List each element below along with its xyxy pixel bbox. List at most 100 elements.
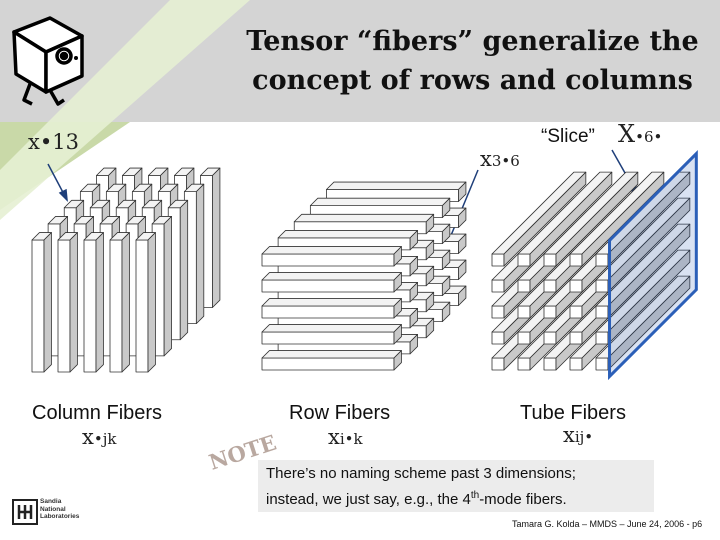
label-tube-fibers: Tube Fibers — [520, 402, 626, 424]
tube-fiber — [555, 171, 639, 267]
tube-fiber — [569, 331, 583, 345]
column-fiber — [147, 232, 156, 373]
tube-fiber — [569, 279, 583, 293]
row-fiber — [393, 272, 402, 293]
sandia-logo-icon — [12, 499, 38, 525]
tube-fiber — [503, 171, 587, 267]
tube-fiber — [595, 331, 609, 345]
tube-fiber — [595, 357, 609, 371]
tube-fiber — [595, 305, 609, 319]
note-text: There’s no naming scheme past 3 dimensio… — [266, 463, 656, 511]
footer-citation: Tamara G. Kolda – MMDS – June 24, 2006 -… — [512, 519, 703, 529]
title-line-1: Tensor “fibers” generalize the — [246, 26, 699, 57]
column-fiber — [31, 239, 45, 373]
math-tube-fiber: xij• — [563, 423, 594, 447]
row-fiber — [393, 246, 402, 267]
row-fiber — [441, 223, 451, 245]
tube-fiber — [517, 279, 531, 293]
row-fiber — [458, 181, 467, 202]
row-fiber — [261, 272, 402, 281]
tube-fiber — [517, 305, 531, 319]
row-fiber — [425, 291, 435, 313]
title-line-2: concept of rows and columns — [252, 65, 693, 96]
tube-fiber — [517, 253, 531, 267]
row-fiber — [425, 213, 435, 235]
math-X-slice: X•6• — [618, 120, 663, 148]
row-fiber — [261, 246, 402, 255]
sandia-logo-text: Sandia National Laboratories — [40, 498, 80, 520]
column-fiber — [57, 239, 71, 373]
tube-fiber — [607, 249, 691, 345]
column-fiber — [195, 183, 205, 325]
row-fiber — [409, 230, 418, 251]
tube-fiber — [543, 357, 557, 371]
column-fiber — [135, 239, 149, 373]
green-stripe — [0, 0, 250, 220]
row-fiber — [393, 324, 402, 345]
column-fiber — [83, 239, 97, 373]
page-title: Tensor “fibers” generalize the concept o… — [235, 22, 710, 100]
column-fiber — [43, 232, 52, 373]
row-fiber — [458, 233, 467, 254]
tube-fiber — [529, 171, 613, 267]
row-fiber — [277, 230, 418, 239]
highlighted-slice — [608, 150, 698, 381]
tube-fiber — [491, 253, 505, 267]
row-fibers-diagram — [261, 181, 467, 371]
tube-fiber — [569, 253, 583, 267]
row-fiber — [441, 249, 451, 271]
row-fiber — [309, 197, 451, 207]
tube-fiber — [569, 305, 583, 319]
column-fiber — [212, 167, 221, 308]
row-fiber — [293, 213, 435, 223]
row-fiber — [458, 207, 467, 228]
label-column-fibers: Column Fibers — [32, 402, 163, 424]
tube-fiber — [607, 171, 691, 267]
column-fiber — [179, 199, 189, 341]
tube-fiber — [595, 253, 609, 267]
row-fiber — [441, 197, 451, 219]
row-fiber — [393, 350, 402, 371]
row-fiber — [409, 334, 418, 355]
tube-fiber — [543, 305, 557, 319]
row-fiber — [458, 285, 467, 306]
slice-label: “Slice” — [541, 126, 595, 147]
math-x-3-6: x3•6 — [480, 147, 520, 171]
tube-fiber — [607, 223, 691, 319]
row-fiber — [393, 298, 402, 319]
label-row-fibers: Row Fibers — [289, 402, 391, 424]
math-row-fiber: xi•k — [328, 425, 363, 449]
tube-fiber — [491, 331, 505, 345]
tube-fiber — [543, 331, 557, 345]
column-fiber — [95, 232, 104, 373]
math-col-fiber: x•jk — [82, 425, 117, 449]
row-fiber — [409, 308, 418, 329]
row-fiber — [261, 279, 395, 293]
note-line-2: instead, we just say, e.g., the 4th-mode… — [266, 490, 567, 508]
row-fiber — [409, 282, 418, 303]
tube-fibers-diagram — [491, 150, 698, 381]
tube-fiber — [543, 279, 557, 293]
note-box — [258, 460, 654, 512]
row-fiber — [425, 317, 435, 339]
tube-fiber — [491, 305, 505, 319]
tube-fiber — [607, 275, 691, 371]
row-fiber — [425, 239, 435, 261]
tube-fiber — [607, 197, 691, 293]
math-x-13: x•13 — [28, 130, 79, 154]
row-fiber — [261, 331, 395, 345]
row-fiber — [409, 256, 418, 277]
column-fiber — [121, 232, 130, 373]
row-fiber — [261, 305, 395, 319]
tube-fiber — [517, 357, 531, 371]
row-fiber — [441, 275, 451, 297]
tube-fiber — [569, 357, 583, 371]
row-fiber — [261, 350, 402, 359]
row-fiber — [261, 357, 395, 371]
cube-mascot-icon — [12, 16, 84, 106]
row-fiber — [326, 181, 467, 190]
note-line-1: There’s no naming scheme past 3 dimensio… — [266, 465, 576, 482]
column-fiber — [69, 232, 78, 373]
column-fiber — [109, 239, 123, 373]
